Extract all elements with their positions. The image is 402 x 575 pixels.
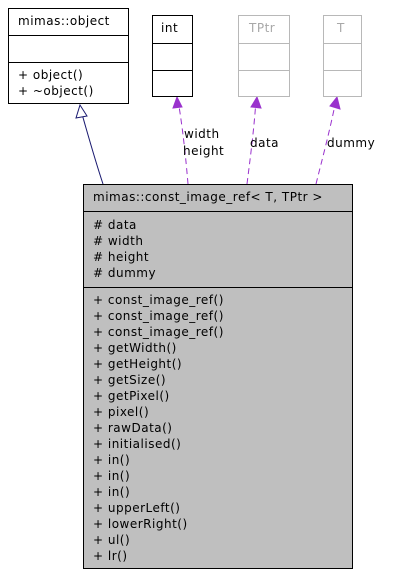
attribute-item: # dummy (93, 266, 157, 280)
class-box-int[interactable]: int (152, 15, 193, 97)
inheritance-arrowhead (75, 103, 88, 119)
method-section (324, 70, 361, 96)
t-usage-line (315, 99, 337, 185)
attribute-item: # width (93, 234, 144, 248)
method-item: + getPixel() (93, 389, 170, 403)
method-item: + in() (93, 485, 131, 499)
attribute-item: # data (93, 218, 137, 232)
class-name: mimas::const_image_ref< T, TPtr > (93, 190, 323, 204)
class-name-section: mimas::object (9, 9, 128, 35)
class-name: TPtr (249, 21, 276, 35)
class-name-section: TPtr (239, 16, 289, 43)
method-item: + getHeight() (93, 357, 183, 371)
class-name-section: mimas::const_image_ref< T, TPtr > (84, 185, 352, 211)
method-item: + lr() (93, 549, 128, 563)
class-name: T (337, 21, 345, 35)
method-item: + const_image_ref() (93, 309, 224, 323)
class-box-const-image-ref[interactable]: mimas::const_image_ref< T, TPtr > # data… (83, 184, 353, 569)
method-item: + initialised() (93, 437, 182, 451)
class-box-tptr[interactable]: TPtr (238, 15, 290, 97)
method-item: + object() (18, 68, 84, 82)
class-name-section: T (324, 16, 361, 43)
int-relation-label-height: height (183, 144, 225, 158)
int-usage-line (177, 99, 189, 185)
int-relation-label-width: width (184, 127, 220, 141)
method-item: + const_image_ref() (93, 293, 224, 307)
attribute-section (153, 43, 192, 70)
method-item: + lowerRight() (93, 517, 188, 531)
attribute-section (239, 43, 289, 70)
class-box-t[interactable]: T (323, 15, 362, 97)
method-item: + in() (93, 453, 131, 467)
method-item: + rawData() (93, 421, 173, 435)
class-name: mimas::object (18, 14, 110, 28)
method-section: + object() + ~object() (9, 62, 128, 103)
tptr-relation-label: data (250, 136, 280, 150)
int-usage-arrowhead (172, 95, 183, 109)
attribute-section (9, 35, 128, 62)
method-section (153, 70, 192, 96)
method-item: + getSize() (93, 373, 167, 387)
method-item: + ul() (93, 533, 131, 547)
attribute-section: # data # width # height # dummy (84, 211, 352, 287)
tptr-usage-arrowhead (250, 95, 262, 109)
method-item: + const_image_ref() (93, 325, 224, 339)
method-item: + in() (93, 469, 131, 483)
attribute-item: # height (93, 250, 150, 264)
tptr-usage-line (246, 99, 257, 185)
class-box-object[interactable]: mimas::object + object() + ~object() (8, 8, 129, 104)
t-usage-arrowhead (329, 95, 341, 110)
attribute-section (324, 43, 361, 70)
method-section: + const_image_ref() + const_image_ref() … (84, 287, 352, 568)
method-item: + pixel() (93, 405, 150, 419)
class-name: int (161, 21, 179, 35)
method-item: + upperLeft() (93, 501, 181, 515)
method-section (239, 70, 289, 96)
method-item: + getWidth() (93, 341, 177, 355)
method-item: + ~object() (18, 84, 94, 98)
inheritance-line (81, 113, 104, 185)
t-relation-label: dummy (327, 136, 376, 150)
class-name-section: int (153, 16, 192, 43)
